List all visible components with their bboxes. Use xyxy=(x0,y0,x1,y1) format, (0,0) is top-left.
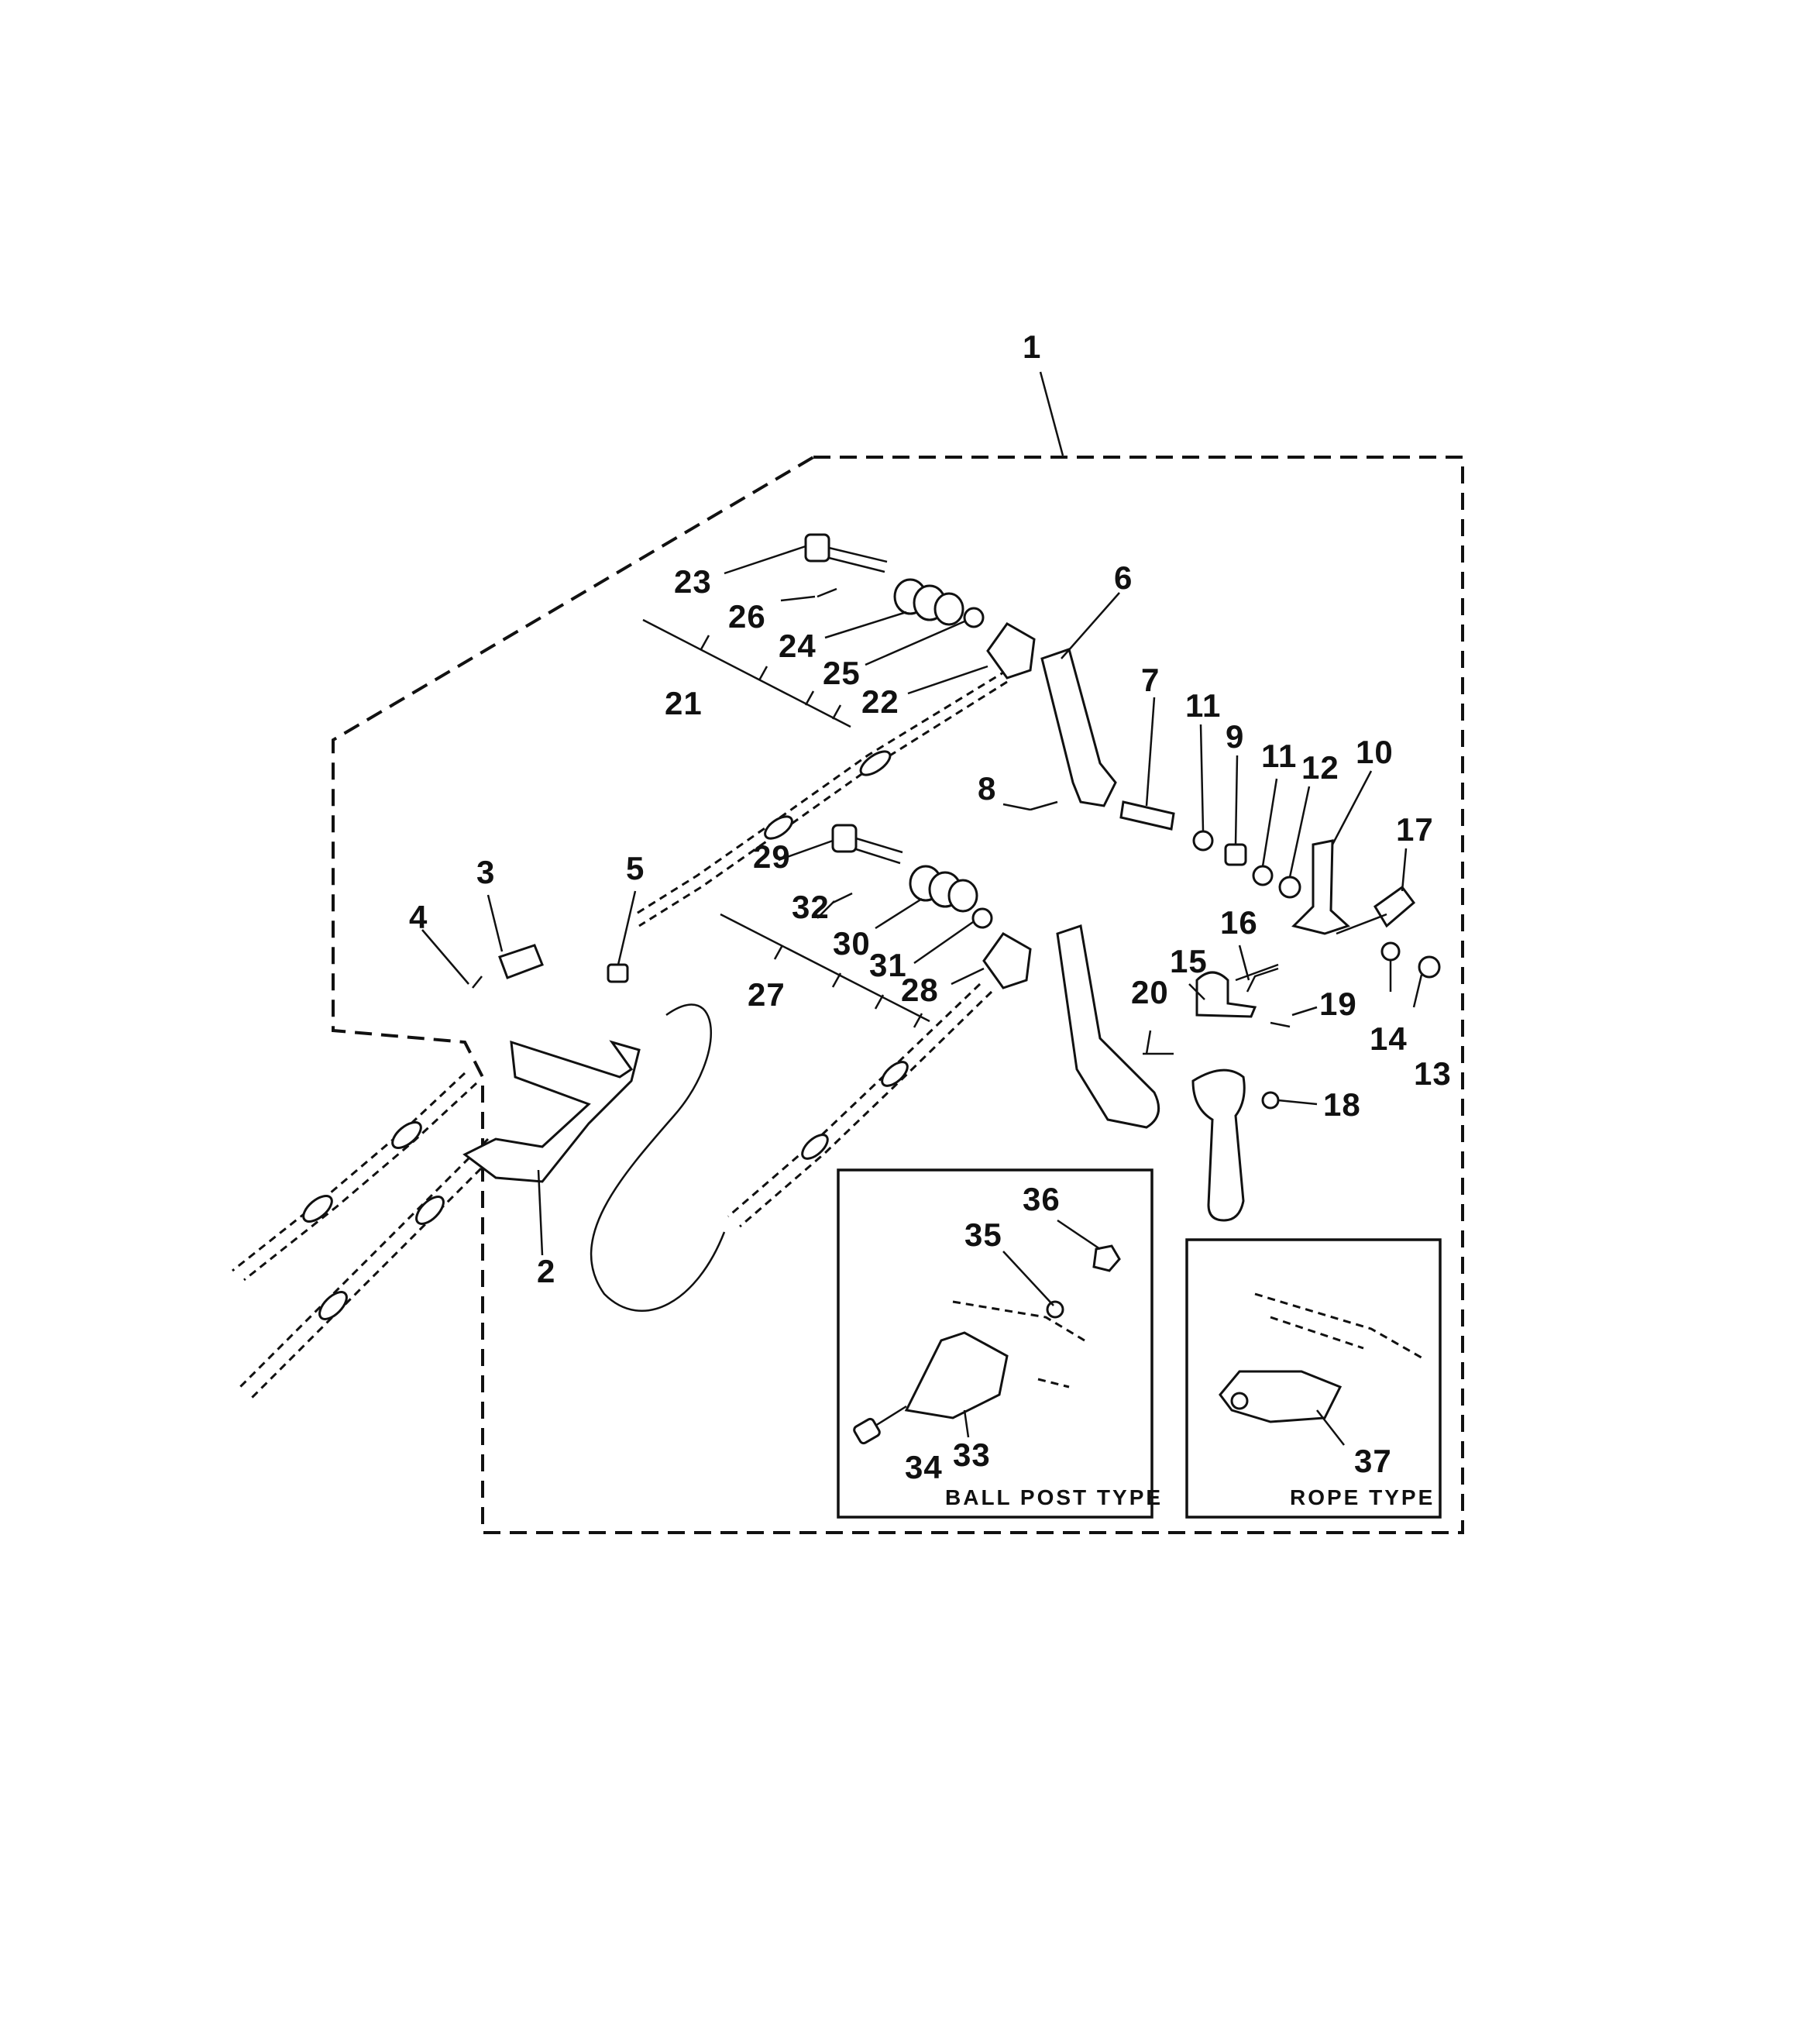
callout-11b: 11 xyxy=(1261,738,1297,774)
callout-8: 8 xyxy=(978,770,996,807)
callout-22: 22 xyxy=(861,683,899,720)
callout-30: 30 xyxy=(833,925,871,962)
callout-28: 28 xyxy=(901,972,939,1008)
group-bracket-27 xyxy=(720,913,930,1028)
cable-upper xyxy=(634,669,1008,927)
callout-20: 20 xyxy=(1131,974,1169,1010)
ball-post-assembly xyxy=(853,1244,1121,1445)
screw-8 xyxy=(1030,800,1058,811)
callout-6: 6 xyxy=(1114,559,1133,596)
group-bracket-21 xyxy=(642,618,851,728)
callout-4: 4 xyxy=(409,899,428,935)
callout-23: 23 xyxy=(674,563,712,600)
callout-2: 2 xyxy=(537,1253,555,1289)
cable-lower xyxy=(727,982,993,1228)
inset-rope xyxy=(1185,1238,1442,1519)
callout-31: 31 xyxy=(869,947,907,983)
callout-15: 15 xyxy=(1170,943,1208,979)
control-handle xyxy=(1191,1068,1246,1222)
callout-21: 21 xyxy=(665,685,703,721)
callout-25: 25 xyxy=(823,655,861,691)
spring-30 xyxy=(909,865,978,913)
callout-13: 13 xyxy=(1414,1055,1452,1092)
callout-10: 10 xyxy=(1356,734,1394,770)
washer-11b xyxy=(1252,865,1274,886)
callout-9: 9 xyxy=(1226,718,1244,755)
callout-3: 3 xyxy=(476,854,495,890)
pin-26 xyxy=(817,587,837,598)
screw-5 xyxy=(607,963,629,983)
clevis-22 xyxy=(986,622,1036,680)
callout-18: 18 xyxy=(1323,1086,1361,1123)
pin-19 xyxy=(1270,1021,1291,1028)
leader-1 xyxy=(1039,371,1064,456)
rope-bracket-assembly xyxy=(1219,1292,1426,1423)
callout-12: 12 xyxy=(1301,749,1339,786)
callout-35: 35 xyxy=(964,1216,1002,1253)
inset-title-ball-post: BALL POST TYPE xyxy=(945,1485,1163,1509)
pin-32 xyxy=(832,892,853,904)
lanyard-loop xyxy=(590,1003,726,1312)
callout-36: 36 xyxy=(1023,1181,1061,1217)
callout-17: 17 xyxy=(1396,811,1434,848)
rod-16 xyxy=(1246,967,1279,993)
nut-12 xyxy=(1278,876,1301,899)
callout-27: 27 xyxy=(748,976,786,1013)
callout-16: 16 xyxy=(1220,904,1258,941)
clevis-28 xyxy=(982,932,1032,989)
spring-24 xyxy=(893,578,964,626)
nut-18 xyxy=(1261,1091,1280,1110)
callout-33: 33 xyxy=(953,1437,991,1473)
screw-13 xyxy=(1412,955,1441,1008)
washer-14 xyxy=(1380,941,1401,962)
callout-19: 19 xyxy=(1319,986,1357,1022)
pin-29 xyxy=(831,824,903,865)
callout-24: 24 xyxy=(779,628,817,664)
callout-11a: 11 xyxy=(1185,687,1221,724)
clip-3 xyxy=(498,944,544,979)
inset-title-rope: ROPE TYPE xyxy=(1290,1485,1435,1509)
pin-23 xyxy=(804,533,888,573)
callout-37: 37 xyxy=(1354,1443,1392,1479)
callout-32: 32 xyxy=(792,889,830,925)
callouts: 1 23 26 24 25 21 22 6 7 11 9 11 12 10 17… xyxy=(409,329,1452,1485)
washer-11a xyxy=(1192,830,1214,852)
lever-lower xyxy=(1056,924,1160,1129)
callout-1: 1 xyxy=(1023,329,1041,365)
lever-6 xyxy=(1040,648,1117,807)
bracket-2 xyxy=(462,1040,641,1183)
kit-boundary xyxy=(332,456,1464,1534)
pin-7 xyxy=(1119,800,1175,831)
cable-outboard-1 xyxy=(232,1072,478,1282)
pin-4 xyxy=(472,976,483,989)
clip-15 xyxy=(1195,971,1257,1018)
callout-29: 29 xyxy=(753,838,791,875)
leader-lines xyxy=(421,545,1408,1446)
inset-ball-post xyxy=(837,1168,1153,1519)
bushing-9 xyxy=(1224,843,1247,866)
lever-10 xyxy=(1291,839,1350,935)
callout-7: 7 xyxy=(1141,662,1160,698)
block-17 xyxy=(1374,885,1416,928)
washer-31 xyxy=(971,907,993,929)
callout-14: 14 xyxy=(1370,1020,1408,1057)
callout-34: 34 xyxy=(905,1449,943,1485)
washer-25 xyxy=(963,607,985,628)
callout-5: 5 xyxy=(626,850,645,886)
cable-outboard-2 xyxy=(239,1137,501,1399)
callout-26: 26 xyxy=(728,598,766,635)
